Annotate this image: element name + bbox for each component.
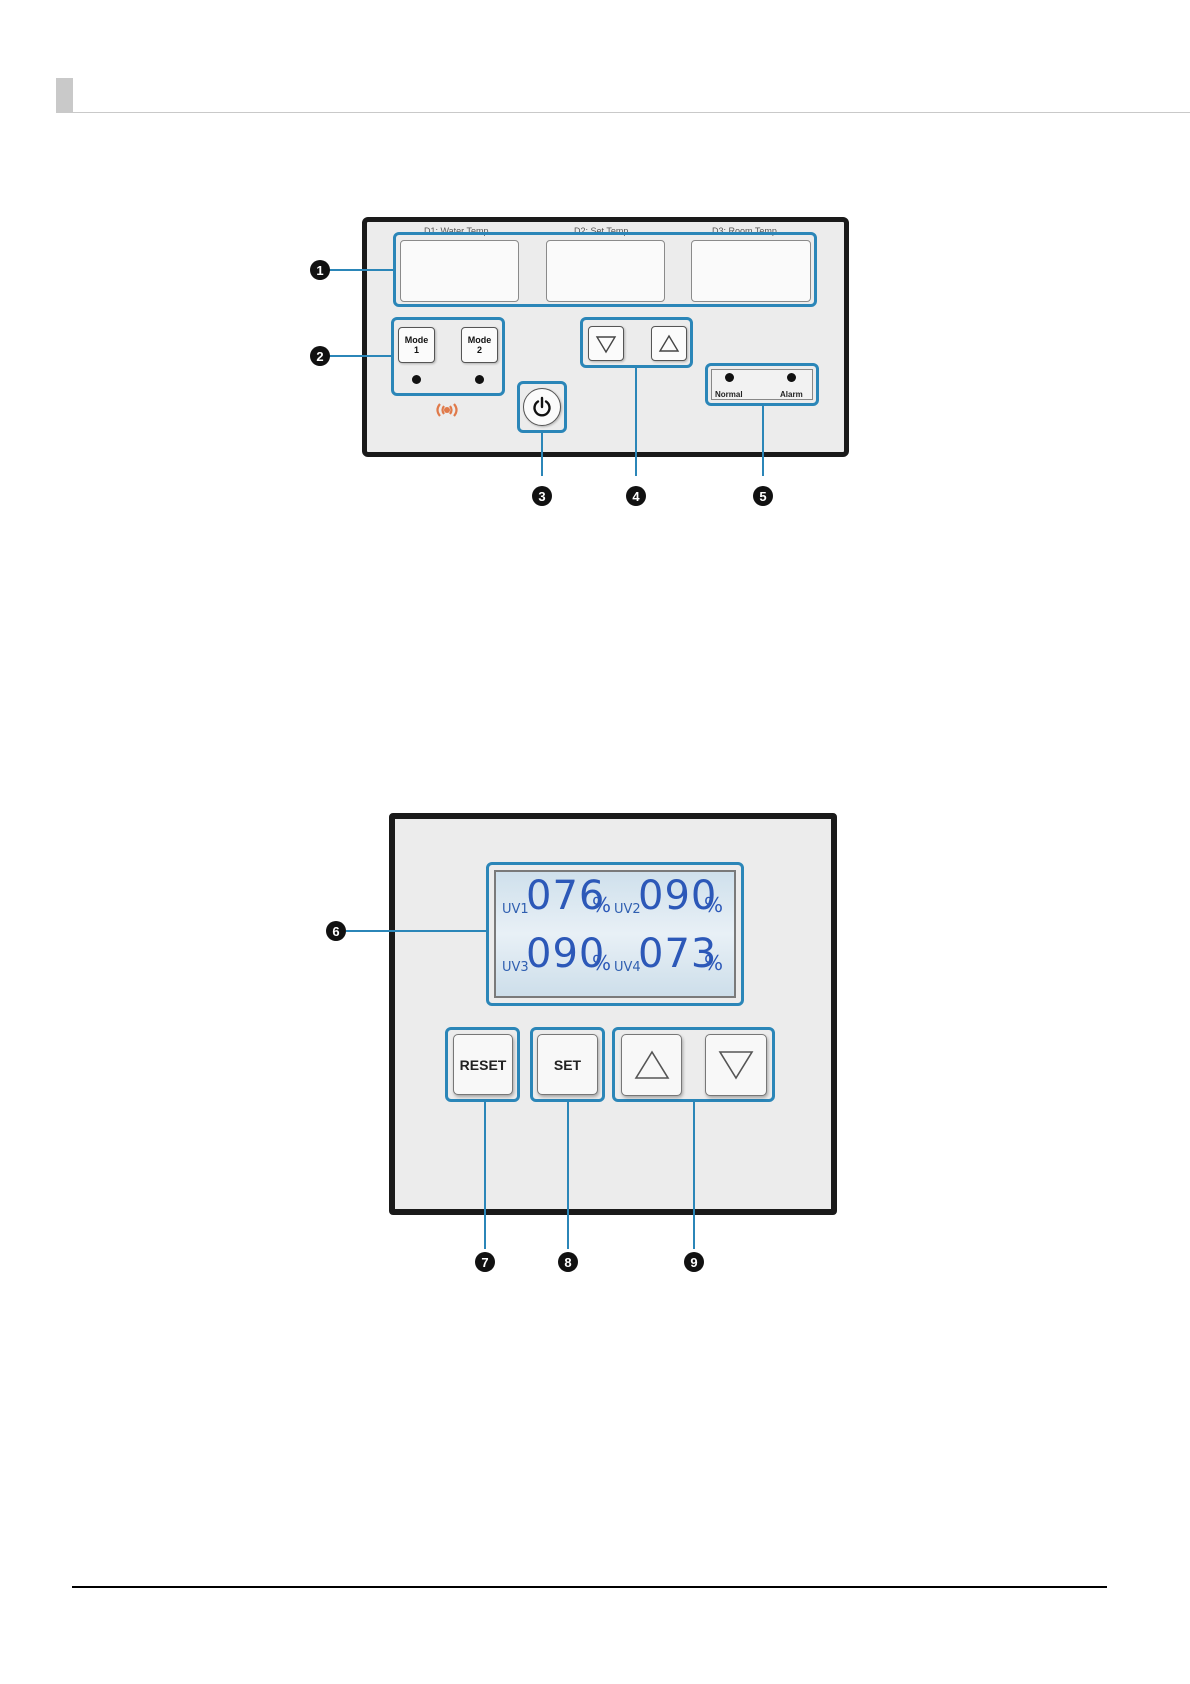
lcd-unit-uv3: % [592,951,611,975]
callout-1: 1 [310,260,330,280]
reset-button[interactable]: RESET [453,1034,513,1095]
leader-6 [346,930,487,932]
up-button-2[interactable] [621,1034,682,1096]
down-button[interactable] [588,326,624,361]
triangle-down-icon [717,1049,755,1081]
leader-9 [693,1101,695,1249]
lcd-unit-uv1: % [592,893,611,917]
callout-7: 7 [475,1252,495,1272]
lcd-unit-uv4: % [704,951,723,975]
leader-1 [329,269,395,271]
mode-2-led [475,375,484,384]
mode-1-led [412,375,421,384]
lcd-tag-uv2: UV2 [614,902,641,917]
callout-6: 6 [326,921,346,941]
leader-4 [635,367,637,476]
triangle-up-icon [658,334,680,354]
leader-2 [329,355,393,357]
normal-led [725,373,734,382]
normal-label: Normal [715,390,743,399]
leader-5 [762,405,764,476]
leader-7 [484,1101,486,1249]
display-set-temp [546,240,665,302]
callout-2: 2 [310,346,330,366]
mode-1-button[interactable]: Mode 1 [398,327,435,363]
footer-rule [72,1586,1107,1588]
callout-9: 9 [684,1252,704,1272]
up-button[interactable] [651,326,687,361]
display-water-temp [400,240,519,302]
callout-8: 8 [558,1252,578,1272]
lcd-tag-uv4: UV4 [614,960,641,975]
buzzer-icon [434,402,460,418]
leader-3 [541,432,543,476]
leader-8 [567,1101,569,1249]
triangle-up-icon [633,1049,671,1081]
lcd-tag-uv1: UV1 [502,902,529,917]
display-room-temp [691,240,811,302]
lcd-tag-uv3: UV3 [502,960,529,975]
header-rule [56,112,1190,113]
alarm-led [787,373,796,382]
callout-3: 3 [532,486,552,506]
alarm-label: Alarm [780,390,803,399]
callout-4: 4 [626,486,646,506]
header-marker [56,78,73,112]
triangle-down-icon [595,334,617,354]
power-icon [531,396,553,418]
mode-2-button[interactable]: Mode 2 [461,327,498,363]
power-button[interactable] [523,388,561,426]
lcd-unit-uv2: % [704,893,723,917]
callout-5: 5 [753,486,773,506]
down-button-2[interactable] [705,1034,767,1096]
set-button[interactable]: SET [537,1034,598,1095]
